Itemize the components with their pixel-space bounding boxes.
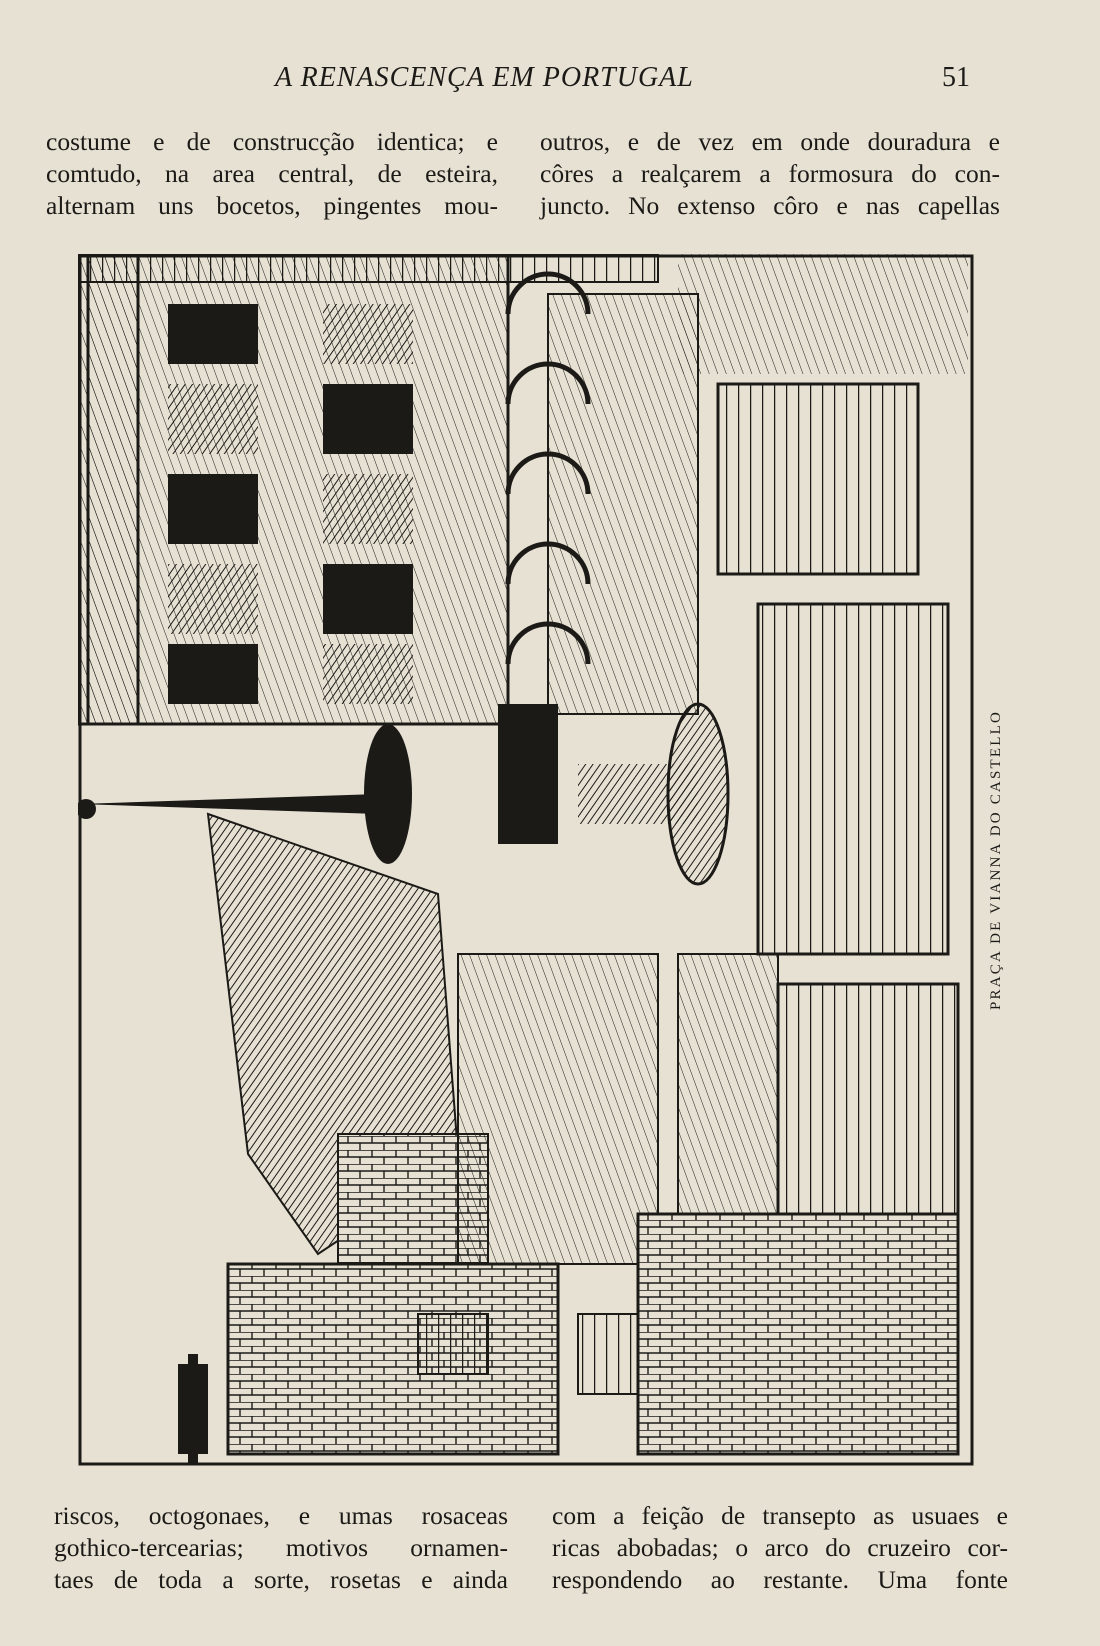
text-column-top-right: outros, e de vez em onde douradura e côr…: [540, 126, 1000, 222]
text-line: alternam uns bocetos, pingentes mou-: [46, 191, 498, 220]
text-line: costume e de construcção identica; e: [46, 127, 498, 156]
text-line: côres a realçarem a formosura do con-: [540, 159, 1000, 188]
text-line: com a feição de transepto as usuaes e: [552, 1501, 1008, 1530]
running-title: A RENASCENÇA EM PORTUGAL: [275, 62, 694, 93]
engraving-illustration: [78, 254, 974, 1466]
text-line: ricas abobadas; o arco do cruzeiro cor-: [552, 1533, 1008, 1562]
text-line: gothico-tercearias; motivos ornamen-: [54, 1533, 508, 1562]
text-column-bottom-right: com a feição de transepto as usuaes e ri…: [552, 1500, 1008, 1596]
text-line: comtudo, na area central, de esteira,: [46, 159, 498, 188]
illustration-caption: PRAÇA DE VIANNA DO CASTELLO: [988, 710, 1004, 1010]
page-header: A RENASCENÇA EM PORTUGAL 51: [0, 62, 1100, 102]
text-line: riscos, octogonaes, e umas rosaceas: [54, 1501, 508, 1530]
text-line: juncto. No extenso côro e nas capellas: [540, 191, 1000, 220]
page-number: 51: [942, 62, 970, 93]
text-line: taes de toda a sorte, rosetas e ainda: [54, 1565, 508, 1594]
text-line: respondendo ao restante. Uma fonte: [552, 1565, 1008, 1594]
text-column-top-left: costume e de construcção identica; e com…: [46, 126, 498, 222]
text-column-bottom-left: riscos, octogonaes, e umas rosaceas goth…: [54, 1500, 508, 1596]
engraving-drawing: [78, 254, 974, 1466]
text-line: outros, e de vez em onde douradura e: [540, 127, 1000, 156]
